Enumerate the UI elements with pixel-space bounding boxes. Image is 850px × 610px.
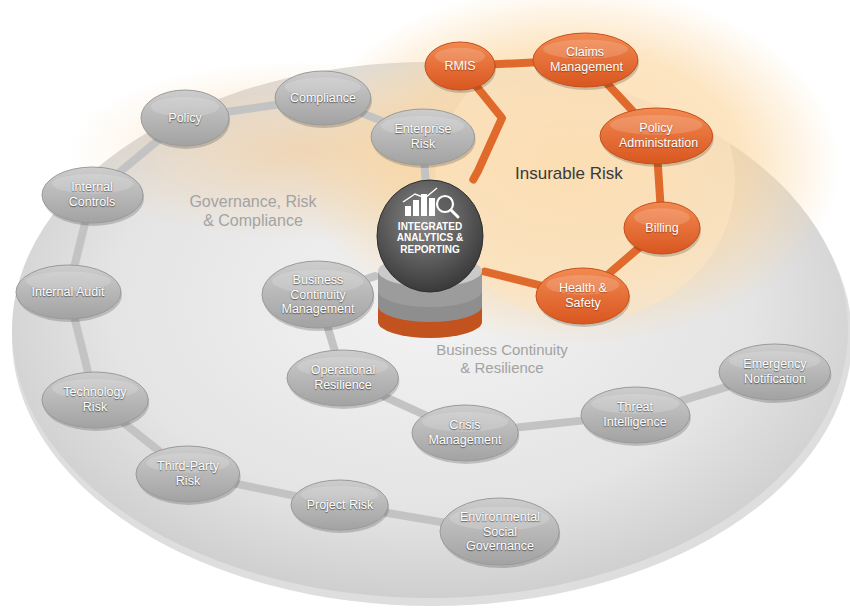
risk-module-node: Operational Resilience [285, 347, 400, 409]
node-ellipse [275, 71, 371, 125]
risk-module-node: Project Risk [289, 477, 390, 533]
ring-connector [124, 423, 159, 451]
node-ellipse [291, 480, 388, 530]
risk-module-node: Internal Audit [14, 262, 123, 322]
ring-connector [228, 105, 277, 112]
hub-top-disc [377, 180, 483, 292]
analytics-hub: INTEGRATED ANALYTICS & REPORTING [375, 176, 485, 341]
node-label: Emergency Notification [736, 357, 814, 387]
node-label: Health & Safety [551, 281, 615, 311]
risk-module-node: Business Continuity Management [260, 258, 375, 331]
node-label: Technology Risk [58, 385, 132, 415]
risk-module-node: Third-Party Risk [134, 443, 242, 505]
ring-connector [384, 397, 424, 415]
node-label: Enterprise Risk [387, 122, 459, 152]
node-ellipse [581, 387, 690, 443]
risk-module-node: Compliance [273, 68, 373, 128]
node-label: Compliance [290, 91, 356, 106]
node-label: Project Risk [307, 498, 374, 513]
risk-module-node: Threat Intelligence [579, 384, 692, 446]
magnifier-handle [451, 210, 458, 217]
node-ellipse [262, 261, 373, 328]
hub-label: INTEGRATED ANALYTICS & REPORTING [387, 221, 473, 256]
node-ellipse [412, 405, 518, 461]
node-label: Crisis Management [428, 418, 502, 448]
ring-connector [608, 84, 633, 110]
node-ellipse [42, 372, 148, 428]
risk-module-node: Emergency Notification [717, 341, 832, 403]
node-ellipse [141, 90, 229, 146]
chart-line [403, 188, 437, 202]
node-ellipse [287, 350, 398, 406]
node-label: Policy Administration [619, 121, 693, 151]
node-label: RMIS [444, 59, 475, 74]
node-label: Operational Resilience [304, 363, 382, 393]
ring-connector [236, 484, 294, 496]
insurable-risk-node: RMIS [423, 39, 497, 93]
node-ellipse [371, 109, 475, 165]
node-ellipse [719, 344, 830, 400]
ring-connector [473, 87, 502, 180]
node-ellipse [425, 42, 495, 90]
node-ellipse [600, 108, 713, 164]
ring-connector [517, 421, 582, 428]
node-label: Billing [645, 221, 678, 236]
insurable-risk-node: Policy Administration [598, 105, 715, 167]
node-ellipse [533, 33, 638, 87]
insurable-risk-node: Health & Safety [534, 265, 631, 327]
node-ellipse [136, 446, 240, 502]
node-ellipse [42, 167, 143, 223]
risk-module-node: Technology Risk [40, 369, 150, 431]
ring-connector [328, 328, 335, 350]
chart-bar [405, 206, 411, 216]
node-label: Business Continuity Management [279, 273, 357, 317]
insurable-risk-node: Billing [622, 199, 702, 257]
node-label: Third-Party Risk [152, 459, 224, 489]
node-label: Environmental Social Governance [458, 510, 542, 554]
chart-bar [413, 200, 419, 216]
node-label: Internal Controls [57, 180, 127, 210]
node-label: Claims Management [550, 45, 620, 75]
ring-connector [367, 276, 375, 279]
ring-connector [120, 140, 158, 172]
ring-connector [75, 319, 88, 372]
risk-module-node: Environmental Social Governance [438, 495, 561, 568]
chart-bar [429, 198, 435, 216]
ring-connector [495, 63, 533, 65]
ring-connector [485, 272, 540, 286]
region-label: Insurable Risk [515, 164, 640, 184]
node-label: Internal Audit [32, 285, 105, 300]
node-ellipse [624, 202, 700, 254]
ring-connector [610, 248, 639, 273]
node-ellipse [440, 498, 559, 565]
risk-module-node: Policy [139, 87, 231, 149]
region-label: Business Continuity & Resilience [432, 341, 572, 377]
risk-module-node: Internal Controls [40, 164, 145, 226]
node-ellipse [536, 268, 629, 324]
risk-module-node: Enterprise Risk [369, 106, 477, 168]
insurable-glow [300, 0, 840, 345]
region-label: Governance, Risk & Compliance [188, 192, 318, 230]
node-label: Threat Intelligence [597, 400, 673, 430]
ring-connector [658, 164, 660, 202]
node-ellipse [16, 265, 121, 319]
data-stack-shape [375, 176, 485, 341]
node-label: Policy [168, 111, 201, 126]
ring-connector [386, 513, 443, 523]
ring-connector [682, 387, 728, 401]
ring-connector [75, 223, 86, 265]
insurable-risk-node: Claims Management [531, 30, 640, 90]
risk-module-node: Crisis Management [410, 402, 520, 464]
